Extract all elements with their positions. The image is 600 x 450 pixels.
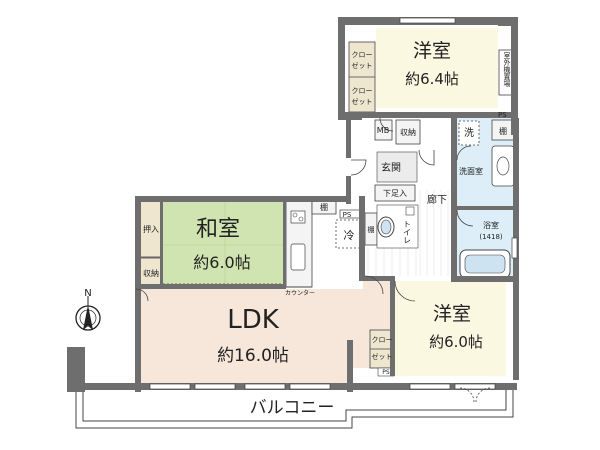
yoshitsu-south-room <box>369 281 506 377</box>
counter-label: カウンター <box>285 289 315 297</box>
mb-label: MB <box>377 126 389 135</box>
closet-c-line1: クロー <box>372 336 393 344</box>
toilet-label: トイレ <box>403 220 412 244</box>
yoshitsu-north-size: 約6.4帖 <box>405 70 459 88</box>
windows <box>149 17 518 390</box>
genkan-label: 玄関 <box>381 161 401 174</box>
ldk-room <box>140 276 393 386</box>
closet-a-line1: クロー <box>352 51 373 59</box>
ps-top-label: PS <box>498 111 507 119</box>
ps-bottom-label: PS <box>382 369 390 376</box>
hallway-label: 廊下 <box>427 193 447 206</box>
ldk-name: LDK <box>227 305 280 335</box>
yoshitsu-south-size: 約6.0帖 <box>429 333 483 351</box>
ldk-size: 約16.0帖 <box>217 346 289 366</box>
compass-north-label: N <box>84 288 91 299</box>
entry-storage-label: 収納 <box>400 127 416 137</box>
genkan-floor <box>376 151 418 183</box>
fridge-label: 冷 <box>344 229 355 242</box>
doors <box>135 117 491 403</box>
bath-size-label: (1418) <box>479 233 503 241</box>
closet-b-line1: クロー <box>352 87 373 95</box>
bath-label: 浴室 <box>483 220 499 230</box>
toilet-shelf-label: 棚 <box>368 225 375 234</box>
yoshitsu-south-name: 洋室 <box>433 303 471 325</box>
yoshitsu-north-name: 洋室 <box>413 40 451 62</box>
washitsu-name: 和室 <box>196 217 240 242</box>
compass-icon <box>75 296 101 331</box>
entry-storage <box>395 119 421 145</box>
hallway-floor-lines <box>367 190 449 276</box>
getabako <box>374 184 416 202</box>
wash-label: 洗 <box>464 127 474 139</box>
oshiire-label: 押入 <box>143 224 159 234</box>
bathroom <box>456 206 518 282</box>
washroom-label: 洗面室 <box>459 166 483 176</box>
balcony <box>75 386 514 429</box>
getabako-label: 下足入 <box>383 189 407 198</box>
kitchen <box>285 200 365 288</box>
wash-shelf-label: 棚 <box>499 126 507 136</box>
yoshitsu-north-room <box>348 28 516 113</box>
closet-b-line2: ゼット <box>352 97 373 106</box>
kitchen-shelf-label: 棚 <box>320 202 328 212</box>
washitsu-size: 約6.0帖 <box>193 253 250 272</box>
outdoor-unit-label: 室外機置場 <box>503 51 511 88</box>
washitsu-storage-label: 収納 <box>143 268 159 278</box>
balcony-label: バルコニー <box>250 398 335 418</box>
washitsu-room <box>163 201 286 287</box>
toilet <box>376 204 419 249</box>
mb-box <box>374 119 393 141</box>
closet-a-line2: ゼット <box>352 61 373 70</box>
washroom <box>456 118 518 206</box>
closet-c-line2: ゼット <box>372 352 393 361</box>
ps-kitchen-label: PS <box>343 211 352 219</box>
